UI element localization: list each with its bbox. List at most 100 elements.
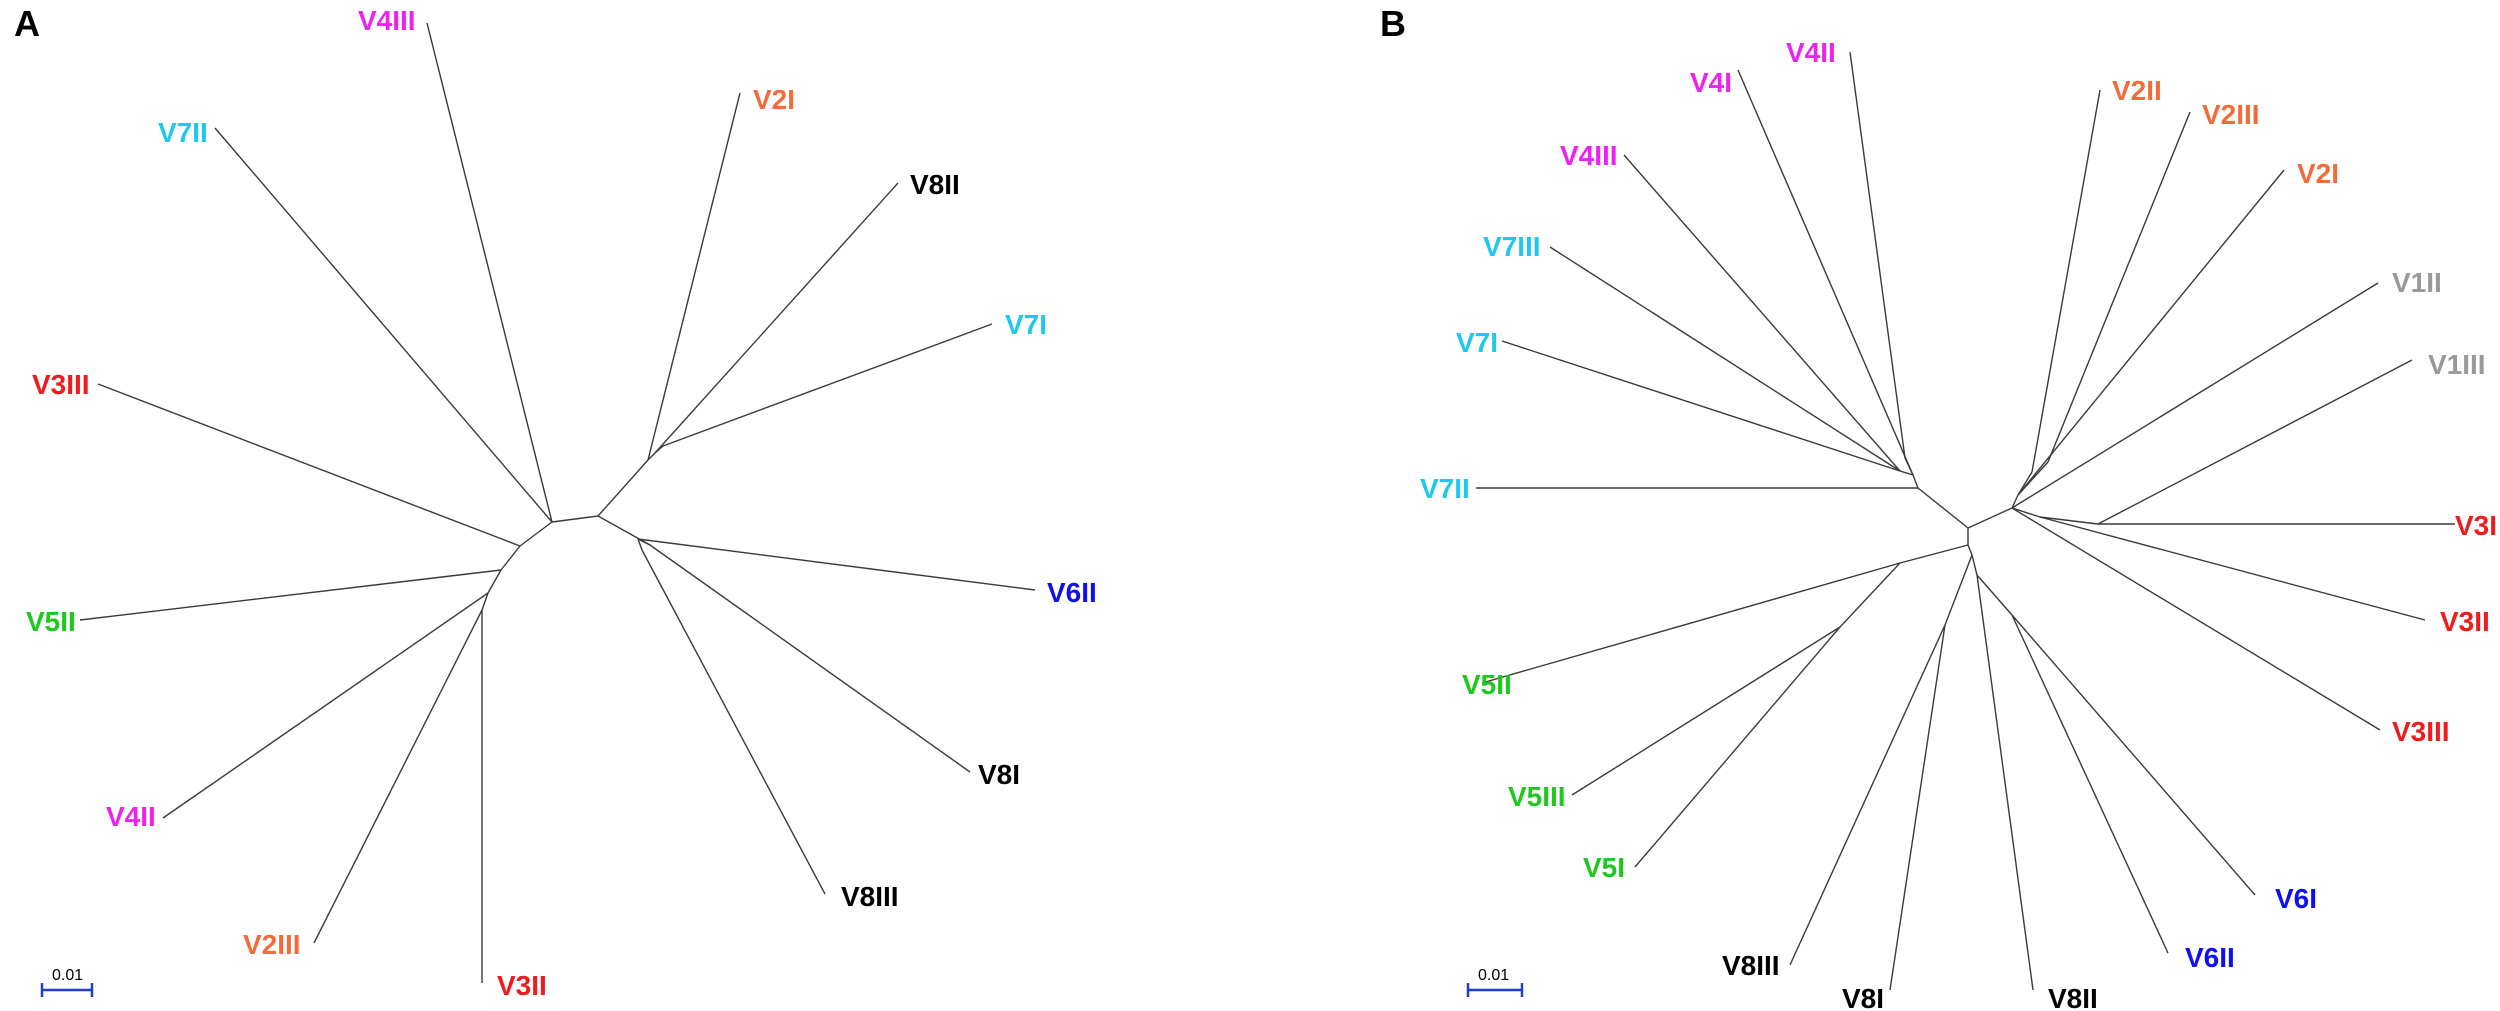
leaf-label-v7iii: V7III <box>1483 231 1541 262</box>
branch <box>1501 340 1901 472</box>
branch <box>1571 626 1841 796</box>
branch <box>1839 562 1901 628</box>
branch <box>500 545 521 571</box>
branch <box>162 592 489 819</box>
branch <box>637 538 1036 591</box>
branch <box>97 383 521 547</box>
leaf-label-v4iii: V4III <box>358 5 416 36</box>
branch <box>2017 169 2285 496</box>
leaf-label-v8i: V8I <box>1842 983 1884 1011</box>
leaf-label-v8ii: V8II <box>910 169 960 200</box>
branch <box>1789 624 1946 966</box>
leaf-label-v6i: V6I <box>2275 883 2317 914</box>
leaf-label-v2iii: V2III <box>2202 99 2260 130</box>
branch <box>1976 574 2034 991</box>
branch <box>647 452 656 461</box>
leaf-label-v2ii: V2II <box>2112 75 2162 106</box>
branch <box>1623 154 1901 472</box>
panel-a-scale-bar: 0.01 <box>40 967 94 997</box>
branch <box>2039 516 2426 621</box>
leaf-label-v2iii: V2III <box>243 929 301 960</box>
branch <box>2011 282 2379 509</box>
branch <box>647 92 741 461</box>
branch <box>313 609 483 944</box>
leaf-label-v4i: V4I <box>1690 67 1732 98</box>
branch <box>214 127 553 523</box>
branch <box>597 459 649 517</box>
branch <box>2011 494 2019 509</box>
branch <box>1912 474 1919 489</box>
leaf-label-v8ii: V8II <box>2048 983 2098 1011</box>
panel-b-branches <box>1476 51 2455 991</box>
scale-bar-label: 0.01 <box>1478 967 1509 984</box>
leaf-label-v3ii: V3II <box>497 970 547 1001</box>
branch <box>487 569 502 594</box>
leaf-label-v7i: V7I <box>1456 327 1498 358</box>
leaf-label-v4ii: V4II <box>1786 37 1836 68</box>
branch <box>649 544 971 773</box>
leaf-label-v2i: V2I <box>753 84 795 115</box>
branch <box>2047 111 2191 463</box>
branch <box>1737 69 1914 476</box>
branch <box>2011 614 2256 896</box>
leaf-label-v6ii: V6II <box>2185 942 2235 973</box>
branch <box>2097 359 2413 525</box>
leaf-label-v6ii: V6II <box>1047 577 1097 608</box>
branch <box>1899 470 1914 476</box>
branch <box>1976 574 2013 616</box>
branch <box>1971 554 1978 576</box>
leaf-label-v5iii: V5III <box>1508 781 1566 812</box>
branch <box>2011 507 2041 518</box>
leaf-label-v5ii: V5II <box>26 606 76 637</box>
panel-b-scale-bar: 0.01 <box>1466 967 1524 997</box>
branch <box>2011 507 2381 731</box>
scale-bar-label: 0.01 <box>52 967 83 984</box>
branch <box>2011 614 2169 954</box>
panel-a-leaf-labels: V4III V2I V7II V8II V7I V3III V5II V6II … <box>26 5 1097 1001</box>
branch <box>1481 562 1901 684</box>
branch <box>1899 544 1969 564</box>
branch <box>2039 516 2099 525</box>
branch <box>551 515 599 523</box>
branch <box>1967 544 1973 556</box>
leaf-label-v3ii: V3II <box>2440 606 2490 637</box>
branch <box>1944 554 1973 626</box>
branch <box>1889 624 1946 991</box>
branch <box>481 592 489 611</box>
branch <box>519 521 553 547</box>
branch <box>1549 246 1901 472</box>
leaf-label-v3i: V3I <box>2455 510 2497 541</box>
leaf-label-v4ii: V4II <box>106 801 156 832</box>
leaf-label-v7ii: V7II <box>1420 473 1470 504</box>
leaf-label-v3iii: V3III <box>2392 716 2450 747</box>
leaf-label-v8iii: V8III <box>841 881 899 912</box>
panel-b-leaf-labels: V4II V4I V2II V2III V4III V2I V7III V1II… <box>1420 37 2497 1011</box>
leaf-label-v8iii: V8III <box>1722 950 1780 981</box>
branch <box>654 182 899 454</box>
branch <box>641 549 826 895</box>
leaf-label-v3iii: V3III <box>32 369 90 400</box>
branch <box>637 538 651 546</box>
branch <box>426 22 553 523</box>
leaf-label-v8i: V8I <box>978 759 1020 790</box>
leaf-label-v4iii: V4III <box>1560 140 1618 171</box>
panel-a: A <box>14 3 1097 1001</box>
leaf-label-v7i: V7I <box>1005 309 1047 340</box>
panel-a-branches <box>79 22 1036 983</box>
branch <box>1967 507 2013 529</box>
branch <box>637 538 643 551</box>
leaf-label-v7ii: V7II <box>158 117 208 148</box>
leaf-label-v2i: V2I <box>2297 158 2339 189</box>
branch <box>1917 487 1969 529</box>
leaf-label-v5ii: V5II <box>1462 669 1512 700</box>
branch <box>1634 626 1841 868</box>
leaf-label-v1iii: V1III <box>2428 349 2486 380</box>
leaf-label-v1ii: V1II <box>2392 267 2442 298</box>
panel-b: B <box>1380 3 2497 1011</box>
panel-a-label: A <box>14 3 40 44</box>
branch <box>2031 89 2101 473</box>
branch <box>79 569 502 621</box>
branch <box>662 323 993 447</box>
leaf-label-v5i: V5I <box>1583 852 1625 883</box>
